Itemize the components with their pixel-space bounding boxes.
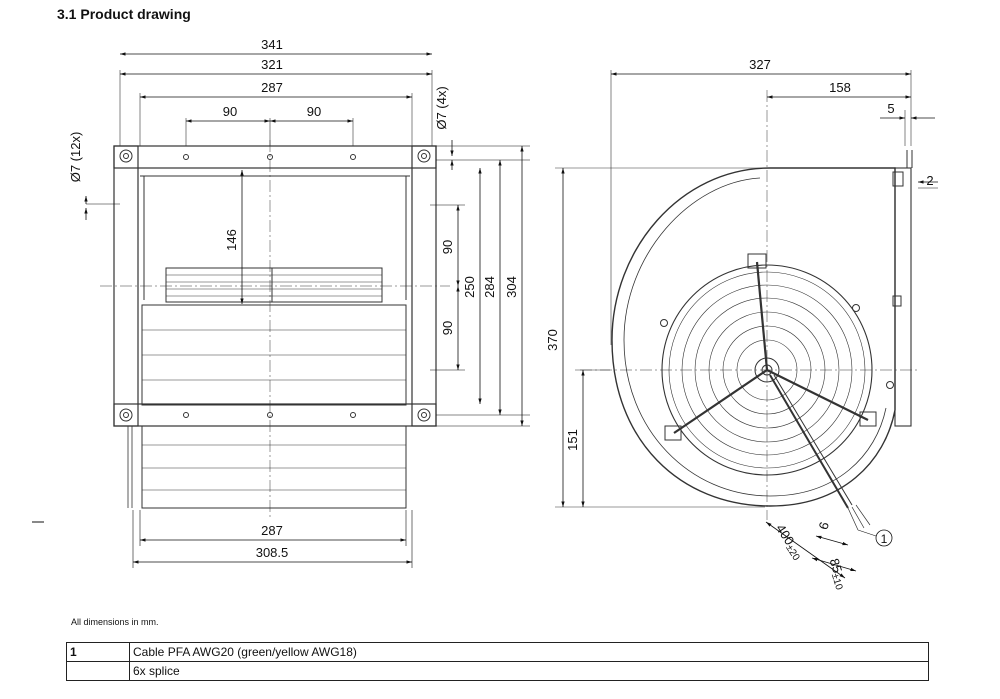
front-view: [100, 70, 450, 520]
legend-num: 1: [66, 642, 130, 662]
legend-text: 6x splice: [129, 661, 929, 681]
legend-text: Cable PFA AWG20 (green/yellow AWG18): [129, 642, 929, 662]
dim-2: 2: [926, 173, 933, 188]
callout-1: 1: [881, 532, 888, 546]
legend-row: 1 Cable PFA AWG20 (green/yellow AWG18): [66, 642, 929, 662]
dim-5: 5: [887, 101, 894, 116]
dim-90-v-top: 90: [440, 240, 455, 254]
legend-row: 6x splice: [66, 661, 929, 681]
dim-6: 6: [815, 520, 831, 531]
dim-85: 85±10: [825, 557, 850, 592]
dim-287-top: 287: [261, 80, 283, 95]
legend-num: [66, 661, 130, 681]
side-view: [555, 70, 920, 531]
dim-90-v-bottom: 90: [440, 321, 455, 335]
dim-304: 304: [504, 276, 519, 298]
product-drawing: 341 321 287 90 90 146 90 90 250 284 304 …: [32, 37, 938, 592]
dim-400: 400±20: [771, 521, 806, 563]
dim-341: 341: [261, 37, 283, 52]
dim-151: 151: [565, 429, 580, 451]
dim-hole-top: Ø7 (4x): [434, 86, 449, 129]
dim-90-left: 90: [223, 104, 237, 119]
dim-hole-side: Ø7 (12x): [68, 132, 83, 183]
dim-158: 158: [829, 80, 851, 95]
dim-90-right: 90: [307, 104, 321, 119]
dim-327: 327: [749, 57, 771, 72]
dim-321: 321: [261, 57, 283, 72]
dim-284: 284: [482, 276, 497, 298]
dim-146: 146: [224, 229, 239, 251]
dim-287-bottom: 287: [261, 523, 283, 538]
section-heading: 3.1 Product drawing: [57, 6, 191, 22]
legend-table: 1 Cable PFA AWG20 (green/yellow AWG18) 6…: [66, 642, 929, 681]
dim-370: 370: [545, 329, 560, 351]
dim-250: 250: [462, 276, 477, 298]
dim-308-5: 308.5: [256, 545, 289, 560]
units-note: All dimensions in mm.: [71, 617, 159, 627]
